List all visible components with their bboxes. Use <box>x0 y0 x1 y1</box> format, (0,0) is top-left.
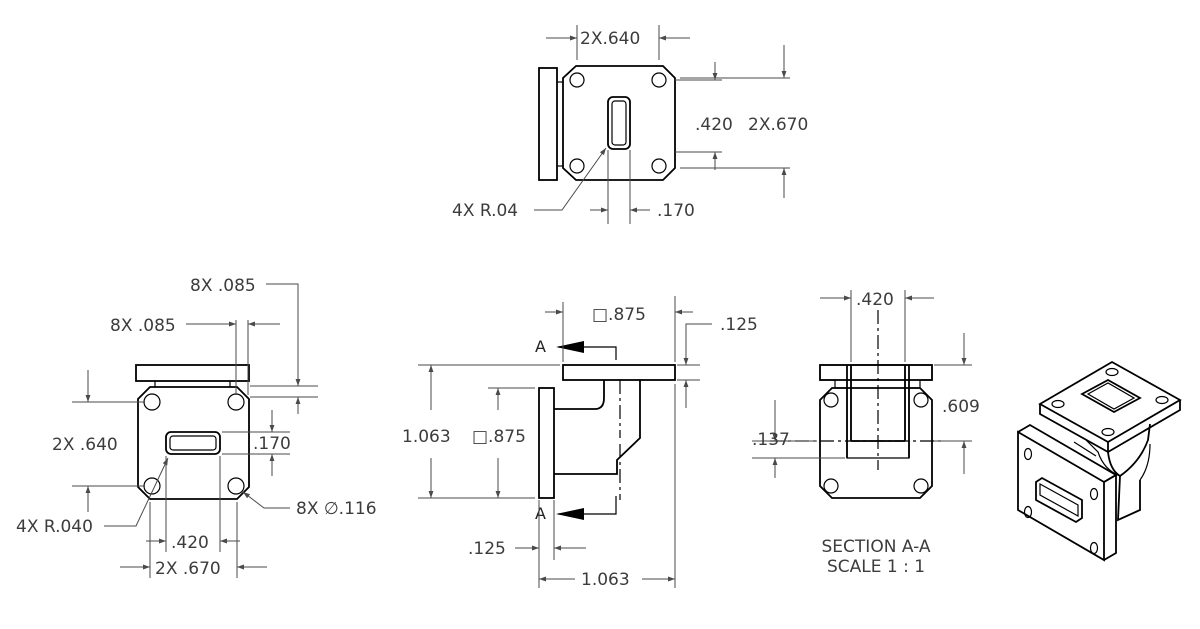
front-hole-spacing-label: 2X .640 <box>52 435 118 455</box>
top-height-dim-label: 2X.670 <box>748 115 808 135</box>
section-label-bottom: A <box>535 504 546 523</box>
section-title: SECTION A-A <box>822 537 931 557</box>
side-top-square-label: □.875 <box>592 305 646 325</box>
section-scale: SCALE 1 : 1 <box>827 557 925 577</box>
section-label-top: A <box>535 337 546 356</box>
top-view-dimensions: 2X.640 .420 2X.670 4X R.04 .170 <box>452 25 808 224</box>
iso-top-flange <box>1038 360 1182 454</box>
front-view-dimensions: 8X .085 8X .085 2X .640 .170 4X R.040 8X… <box>16 276 377 579</box>
side-top-flange-label: .125 <box>720 315 758 335</box>
front-hole-diameter-label: 8X ∅.116 <box>296 499 377 519</box>
top-view: 2X.640 .420 2X.670 4X R.04 .170 <box>452 25 808 224</box>
side-view: A A □.875 .125 1.063 □.875 <box>402 296 758 590</box>
section-view: .420 .609 .137 SECTION A-A SCALE 1 : 1 <box>752 290 980 577</box>
side-height-label: 1.063 <box>402 427 451 447</box>
isometric-view <box>1017 360 1182 562</box>
top-width-dim-label: 2X.640 <box>580 29 640 49</box>
top-radius-label: 4X R.04 <box>452 201 518 221</box>
side-view-dimensions: □.875 .125 1.063 □.875 .125 1.063 <box>402 296 758 590</box>
section-cut-arrows: A A <box>535 337 617 523</box>
front-left-thick-label: 8X .085 <box>110 316 176 336</box>
front-view: 8X .085 8X .085 2X .640 .170 4X R.040 8X… <box>16 276 377 579</box>
front-width-label: 2X .670 <box>155 559 221 579</box>
section-inner-width-label: .420 <box>856 290 894 310</box>
section-view-part <box>770 310 944 499</box>
side-left-square-label: □.875 <box>472 427 526 447</box>
front-view-part <box>135 364 250 500</box>
section-wall-label: .137 <box>752 430 790 450</box>
front-radius-label: 4X R.040 <box>16 517 93 537</box>
side-left-flange-label: .125 <box>468 539 506 559</box>
front-slot-height-label: .170 <box>253 434 291 454</box>
section-view-dimensions: .420 .609 .137 <box>752 290 980 478</box>
front-top-thick-label: 8X .085 <box>190 276 256 296</box>
section-depth-label: .609 <box>942 397 980 417</box>
iso-side-flange <box>1017 423 1118 562</box>
top-slot-height-dim-label: .420 <box>695 115 733 135</box>
side-width-label: 1.063 <box>581 570 630 590</box>
top-view-part <box>538 65 676 181</box>
top-slot-width-dim-label: .170 <box>657 201 695 221</box>
side-view-part <box>538 364 676 500</box>
front-slot-width-label: .420 <box>171 533 209 553</box>
